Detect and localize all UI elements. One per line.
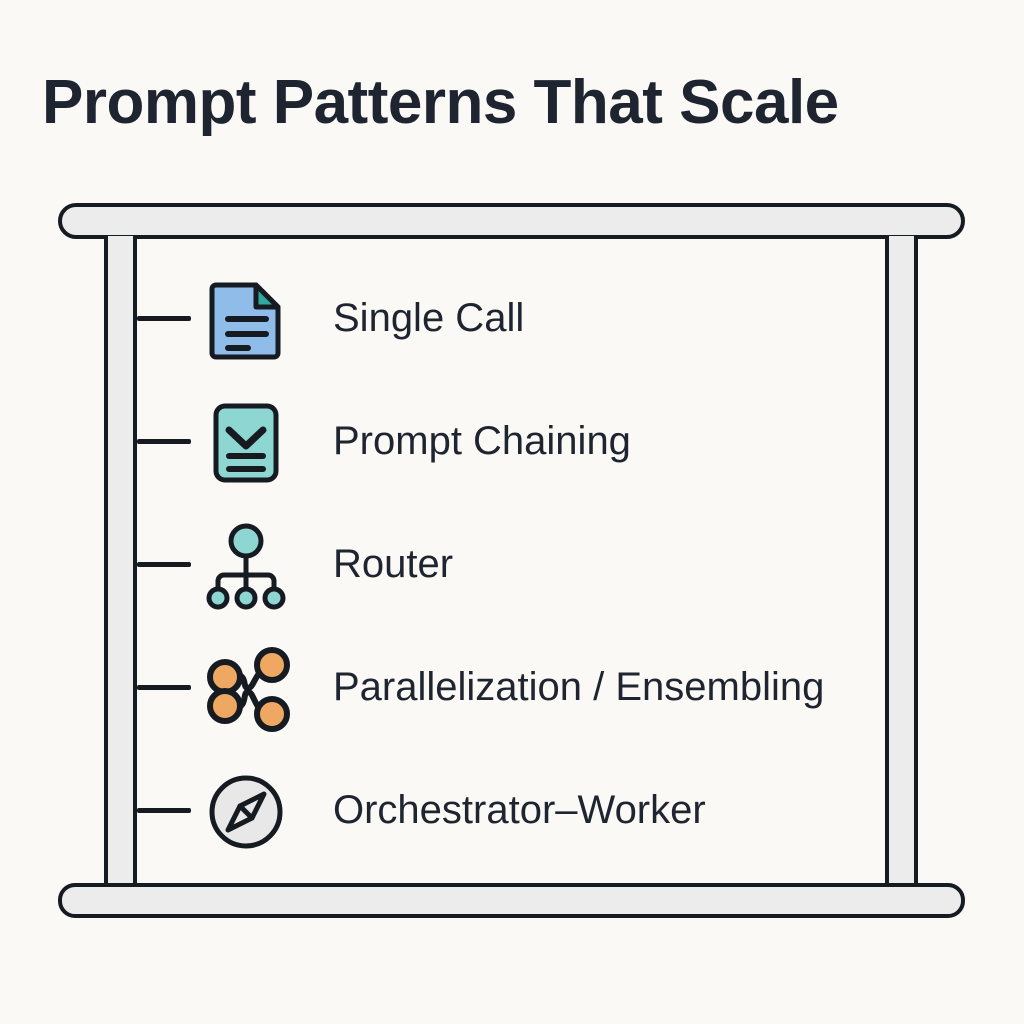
connector-line xyxy=(137,316,191,321)
page-title: Prompt Patterns That Scale xyxy=(42,68,839,137)
list-item-label: Orchestrator–Worker xyxy=(333,788,706,832)
connector-line xyxy=(137,808,191,813)
document-icon xyxy=(196,269,296,369)
chevron-document-icon xyxy=(196,392,296,492)
list-item-label: Router xyxy=(333,542,454,586)
compass-icon xyxy=(196,761,296,861)
list-item-label: Single Call xyxy=(333,296,525,340)
list-item[interactable]: Router xyxy=(0,503,1024,626)
list-item-label: Parallelization / Ensembling xyxy=(333,665,825,709)
connector-line xyxy=(137,685,191,690)
frame-bottom-bar xyxy=(58,883,965,918)
list-item[interactable]: Orchestrator–Worker xyxy=(0,749,1024,872)
list-item[interactable]: Single Call xyxy=(0,257,1024,380)
frame-left-post xyxy=(104,236,137,886)
router-tree-icon xyxy=(196,515,296,615)
frame-right-post xyxy=(885,236,918,886)
list-item[interactable]: Prompt Chaining xyxy=(0,380,1024,503)
connector-line xyxy=(137,562,191,567)
connector-line xyxy=(137,439,191,444)
parallel-nodes-icon xyxy=(196,638,296,738)
frame-top-bar xyxy=(58,203,965,239)
list-item[interactable]: Parallelization / Ensembling xyxy=(0,626,1024,749)
list-item-label: Prompt Chaining xyxy=(333,419,631,463)
